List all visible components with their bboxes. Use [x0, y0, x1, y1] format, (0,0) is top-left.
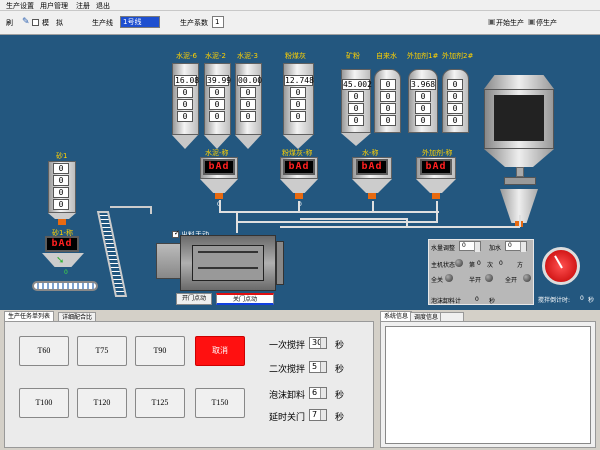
water-adjust-input[interactable]: 0	[459, 241, 481, 252]
simulate-label: 模 拟	[42, 19, 63, 27]
system-info-textarea[interactable]	[385, 326, 591, 444]
task-t100-button[interactable]: T100	[19, 388, 69, 418]
second-mix-input[interactable]: 5	[309, 361, 327, 373]
second-mix-label: 二次搅拌	[269, 365, 306, 375]
task-t60-button[interactable]: T60	[19, 336, 69, 366]
task-t120-button[interactable]: T120	[77, 388, 127, 418]
pipe	[298, 201, 300, 211]
foam-discharge-input[interactable]: 6	[309, 387, 327, 399]
task-panel: T60 T75 T90 取消 T100 T120 T125 T150 一次搅拌 …	[4, 321, 374, 448]
process-diagram: 水泥-6 16.08 0 0 0 水泥-2 39.99 0 0 0 水泥-3 0…	[0, 35, 600, 310]
task-t125-button[interactable]: T125	[135, 388, 185, 418]
pipe	[236, 211, 238, 233]
factor-input[interactable]: 1	[212, 16, 224, 28]
start-icon: ▣	[488, 17, 496, 26]
cancel-button[interactable]: 取消	[195, 336, 245, 366]
tab-system-info[interactable]: 系统信息	[380, 311, 413, 321]
tab-detailed-mix[interactable]: 详细配合比	[58, 312, 97, 322]
menu-register[interactable]: 注册	[76, 2, 90, 10]
mix-countdown-value: 0	[580, 295, 584, 302]
pipe	[406, 218, 408, 227]
delay-close-input[interactable]: 7	[309, 409, 327, 421]
pipe	[436, 201, 438, 223]
check-icon: ✓	[174, 229, 180, 237]
all-close-led[interactable]	[445, 274, 453, 282]
sand-gate-arrow-icon: ➘	[56, 255, 65, 266]
foam-discharge-label: 泡沫卸料	[269, 391, 306, 401]
half-open-led[interactable]	[485, 274, 493, 282]
machine-status-led	[455, 259, 463, 267]
info-panel	[380, 321, 596, 448]
menu-user-management[interactable]: 用户管理	[40, 2, 68, 10]
inclined-conveyor	[96, 211, 128, 297]
line-select[interactable]: 1号线	[120, 16, 160, 28]
pencil-icon[interactable]: ✎	[22, 17, 30, 27]
pipe	[280, 226, 520, 228]
sand-conveyor	[32, 281, 98, 291]
task-t90-button[interactable]: T90	[135, 336, 185, 366]
first-mix-label: 一次搅拌	[269, 341, 306, 351]
mix-countdown-label: 搅拌倒计时:	[538, 297, 571, 304]
manual-discharge-checkbox[interactable]	[172, 231, 179, 238]
close-door-button[interactable]: 关门点动	[216, 293, 274, 305]
factor-label: 生产系数	[180, 19, 208, 27]
control-panel: 水量调整 0 加水 0 主机状态 第 0 次 0 方 全关 半开 全开 泡沫卸料…	[428, 239, 534, 305]
line-label: 生产线	[92, 19, 113, 27]
task-t150-button[interactable]: T150	[195, 388, 245, 418]
start-production-button[interactable]: 开始生产	[496, 19, 524, 27]
toolbar: 刷 ✎ 模 拟 生产线 1号线 生产系数 1 ▣ 开始生产 ▣ 停生产	[0, 11, 600, 35]
pipe	[519, 215, 521, 227]
first-mix-input[interactable]: 30	[309, 337, 327, 349]
pipe	[236, 221, 438, 223]
delay-close-label: 延时关门	[269, 413, 306, 423]
menu-production-settings[interactable]: 生产设置	[6, 2, 34, 10]
simulate-checkbox[interactable]	[32, 19, 39, 26]
menu-exit[interactable]: 退出	[96, 2, 110, 10]
menu-bar: 生产设置 用户管理 注册 退出	[0, 0, 600, 11]
stop-icon: ▣	[528, 17, 536, 26]
pipe	[219, 211, 439, 213]
tab-blank[interactable]	[440, 312, 464, 322]
all-open-led[interactable]	[523, 274, 531, 282]
pipe	[372, 201, 374, 211]
bottom-area: 生产任务单列表 详细配合比 T60 T75 T90 取消 T100 T120 T…	[0, 310, 600, 450]
add-water-input[interactable]: 0	[505, 241, 527, 252]
task-t75-button[interactable]: T75	[77, 336, 127, 366]
stop-production-button[interactable]: 停生产	[536, 19, 557, 27]
refresh-label[interactable]: 刷	[6, 19, 13, 27]
open-door-button[interactable]: 开门点动	[176, 293, 212, 305]
pipe	[300, 218, 406, 220]
conveyor-top	[110, 206, 152, 214]
mix-countdown-unit: 秒	[588, 297, 595, 304]
tab-production-tasks[interactable]: 生产任务单列表	[4, 311, 55, 321]
pipe	[219, 200, 221, 212]
mix-gauge-icon	[542, 247, 580, 285]
